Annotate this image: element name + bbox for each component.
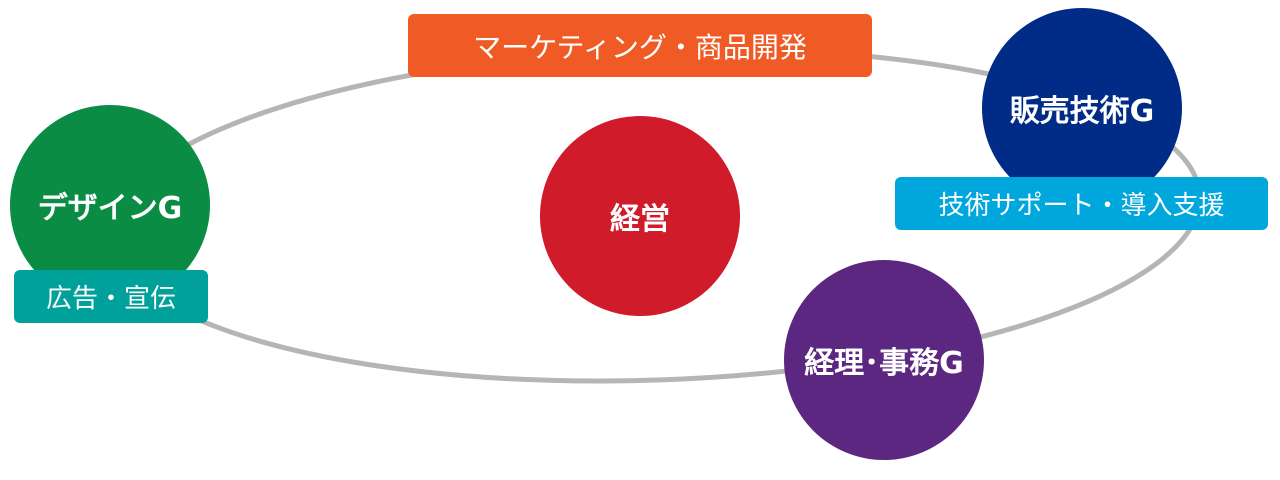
- tech-support-label: 技術サポート・導入支援: [938, 191, 1225, 221]
- sales-tech-group-label: 販売技術G: [1009, 94, 1155, 129]
- accounting-group-circle: 経理･事務G: [784, 260, 984, 460]
- management-label: 経営: [610, 202, 670, 237]
- advertising-tag: 広告・宣伝: [14, 270, 208, 323]
- tech-support-tag: 技術サポート・導入支援: [895, 177, 1268, 230]
- marketing-tag: マーケティング・商品開発: [408, 14, 872, 77]
- management-circle: 経営: [540, 116, 740, 316]
- sales-tech-group-circle: 販売技術G: [982, 8, 1182, 208]
- accounting-group-label: 経理･事務G: [804, 346, 964, 381]
- advertising-label: 広告・宣伝: [45, 284, 176, 314]
- marketing-label: マーケティング・商品開発: [473, 30, 807, 64]
- design-group-label: デザインG: [37, 191, 183, 226]
